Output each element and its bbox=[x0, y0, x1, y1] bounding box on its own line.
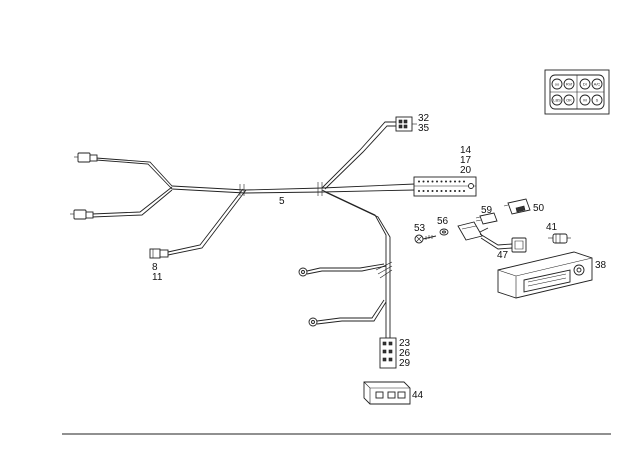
strip-pin bbox=[463, 190, 465, 192]
strip-pin bbox=[449, 190, 452, 192]
strip-pin bbox=[454, 180, 456, 183]
cable-tie bbox=[375, 261, 393, 279]
callout-5: 5 bbox=[279, 196, 285, 207]
callout-38: 38 bbox=[595, 260, 607, 271]
strip-pin bbox=[431, 190, 434, 192]
callout-56: 56 bbox=[437, 216, 449, 227]
pin-connector-59 bbox=[475, 212, 498, 225]
inset-button bbox=[563, 78, 575, 90]
inset-button bbox=[563, 94, 575, 106]
callout-23: 23 bbox=[399, 338, 411, 349]
bulb-socket-41 bbox=[548, 233, 571, 244]
callout-35: 35 bbox=[418, 123, 430, 134]
strip-pin bbox=[445, 180, 447, 183]
connector-8-11 bbox=[149, 248, 169, 259]
strip-pin bbox=[458, 180, 461, 183]
inset-button-label: oo bbox=[555, 82, 560, 87]
callout-17: 17 bbox=[460, 155, 472, 166]
callout-20: 20 bbox=[460, 165, 472, 176]
strip-pin bbox=[436, 190, 438, 192]
main-harness bbox=[91, 121, 416, 338]
callout-59: 59 bbox=[481, 205, 493, 216]
strip-pin bbox=[463, 180, 465, 183]
callout-8: 8 bbox=[152, 262, 158, 273]
screw-53 bbox=[414, 234, 437, 244]
inset-button bbox=[591, 78, 603, 90]
inset-button bbox=[551, 94, 563, 106]
strip-pin bbox=[440, 180, 443, 183]
strip-pin bbox=[445, 190, 447, 192]
callout-50: 50 bbox=[533, 203, 545, 214]
inset-button-label: M bbox=[583, 98, 586, 103]
callout-11: 11 bbox=[152, 272, 163, 283]
strip-pin bbox=[454, 190, 456, 192]
inset-button-panel: oo Rnf Dr A/C LBS OK M S bbox=[544, 69, 610, 115]
plug-50 bbox=[503, 198, 531, 215]
strip-pin bbox=[449, 180, 452, 183]
callout-29: 29 bbox=[399, 358, 411, 369]
strip-pin bbox=[418, 190, 420, 192]
ring-terminal-lower bbox=[308, 299, 387, 327]
relay-box-44 bbox=[363, 381, 411, 405]
terminal-strip-14-17-20 bbox=[413, 176, 477, 197]
callout-47: 47 bbox=[497, 250, 509, 261]
strip-pin bbox=[431, 180, 434, 183]
control-panel-38 bbox=[497, 251, 593, 299]
callout-32: 32 bbox=[418, 113, 430, 124]
strip-pin bbox=[458, 190, 461, 192]
washer-56 bbox=[439, 228, 449, 236]
connector-23-26-29 bbox=[379, 337, 397, 369]
strip-pin bbox=[422, 190, 425, 192]
connector-left-upper bbox=[74, 152, 98, 163]
callout-44: 44 bbox=[412, 390, 424, 401]
strip-pin bbox=[440, 190, 443, 192]
strip-pin bbox=[427, 190, 429, 192]
connector-left-lower bbox=[70, 209, 94, 220]
strip-pin bbox=[422, 180, 425, 183]
inset-button bbox=[579, 78, 591, 90]
inset-button bbox=[591, 94, 603, 106]
inset-button-label: Rnf bbox=[566, 82, 573, 87]
callout-26: 26 bbox=[399, 348, 411, 359]
callout-41: 41 bbox=[546, 222, 558, 233]
switch-47 bbox=[457, 221, 527, 253]
inset-button-label: S bbox=[596, 98, 599, 103]
connector-32-35 bbox=[395, 116, 417, 132]
inset-button bbox=[551, 78, 563, 90]
callout-14: 14 bbox=[460, 145, 472, 156]
inset-button-label: Dr bbox=[583, 82, 588, 87]
ring-terminal-upper bbox=[298, 263, 387, 277]
inset-button-label: A/C bbox=[594, 82, 601, 87]
callout-53: 53 bbox=[414, 223, 426, 234]
inset-button-label: OK bbox=[566, 98, 572, 103]
inset-button bbox=[579, 94, 591, 106]
strip-pin bbox=[427, 180, 429, 183]
strip-pin bbox=[418, 180, 420, 183]
callout-labels: 5 8 11 14 17 20 23 26 29 32 35 38 41 44 … bbox=[152, 113, 607, 401]
inset-button-label: LBS bbox=[553, 98, 561, 103]
strip-pin bbox=[436, 180, 438, 183]
